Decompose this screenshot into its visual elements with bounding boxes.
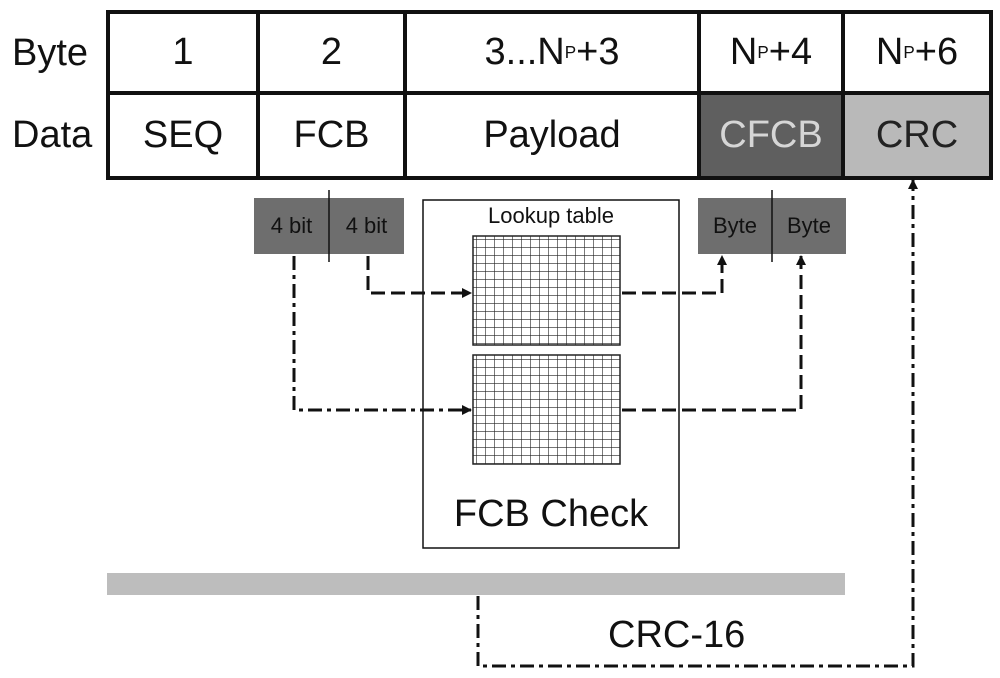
- byte-cell-2-text: 2: [320, 31, 343, 73]
- cfcb-byte1-label: Byte: [712, 213, 758, 238]
- arrow-low-nibble: [366, 256, 472, 298]
- data-row-label: Data: [12, 114, 93, 156]
- data-flow-arrows: [292, 179, 918, 668]
- crc-cell-fill: [843, 93, 991, 178]
- byte-cell-cfcb-suffix: +4: [768, 31, 813, 73]
- byte-cell-1-text: 1: [172, 31, 194, 73]
- arrow-to-cfcb-byte2: [622, 255, 806, 412]
- byte-cell-cfcb-text: N: [729, 31, 758, 73]
- field-crc: CRC: [875, 114, 959, 156]
- crc16-label: CRC-16: [608, 614, 746, 656]
- fcb-check-box: [422, 199, 680, 549]
- byte-cell-crc-suffix: +6: [914, 31, 959, 73]
- packet-table-frame: [106, 10, 993, 180]
- lookup-table-title: Lookup table: [488, 203, 614, 228]
- byte-cell-crc-text: N: [875, 31, 904, 73]
- arrow-to-cfcb-byte1: [622, 255, 727, 295]
- byte-row-label: Byte: [12, 32, 89, 74]
- field-payload: Payload: [483, 114, 621, 156]
- byte-cell-1: 1: [108, 12, 258, 93]
- field-seq: SEQ: [142, 114, 224, 156]
- byte-cell-payload-suffix: +3: [576, 31, 620, 73]
- field-fcb: FCB: [293, 114, 370, 156]
- byte-cell-payload-text: 3...N: [484, 31, 565, 73]
- arrow-crc16: [476, 179, 918, 668]
- fcb-low-nibble-label: 4 bit: [345, 213, 388, 238]
- byte-cell-payload-sub: P: [564, 42, 577, 62]
- crc-input-bar: [107, 573, 845, 595]
- byte-cell-crc-sub: P: [903, 42, 915, 62]
- fcb-check-label: FCB Check: [453, 493, 649, 535]
- byte-cell-cfcb-sub: P: [757, 42, 769, 62]
- cfcb-cell-fill: [699, 93, 843, 178]
- lookup-grid-top: [472, 235, 621, 346]
- lookup-grid-bottom: [472, 354, 621, 465]
- cfcb-byte2-label: Byte: [786, 213, 832, 238]
- field-cfcb: CFCB: [719, 114, 823, 156]
- byte-cell-2: 2: [258, 12, 405, 93]
- fcb-high-nibble-label: 4 bit: [270, 213, 313, 238]
- arrow-high-nibble: [292, 256, 472, 415]
